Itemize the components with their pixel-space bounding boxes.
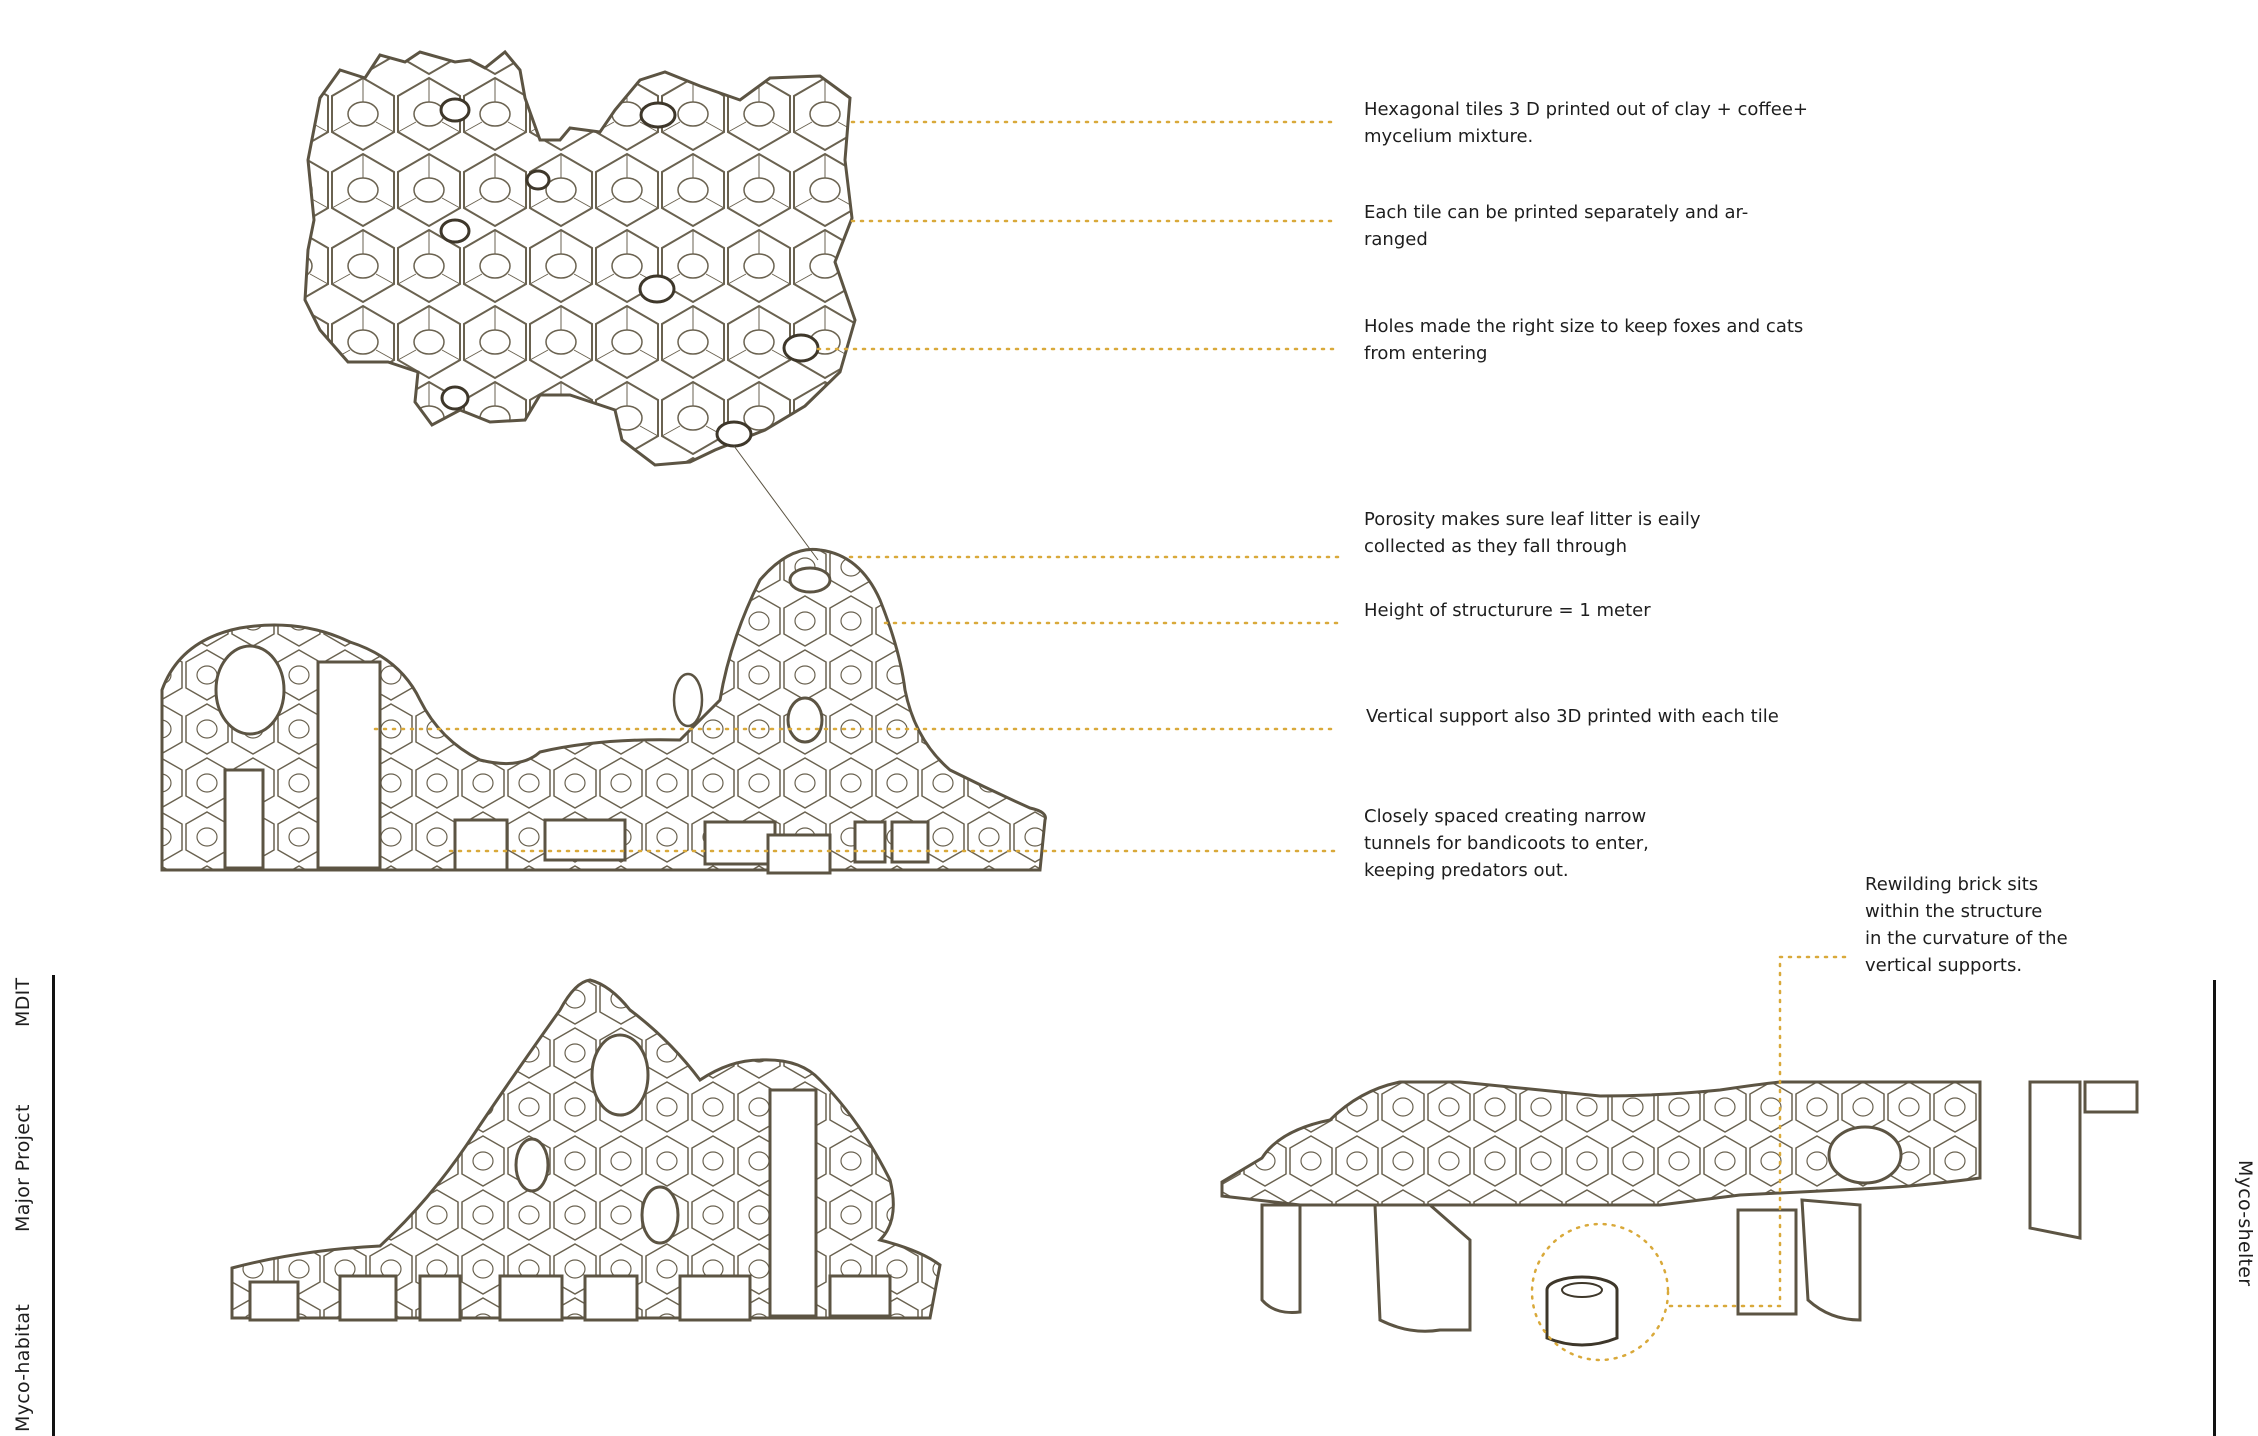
annotation-hexagonal-tiles: Hexagonal tiles 3 D printed out of clay … bbox=[1364, 99, 1808, 147]
annotation-vertical-support: Vertical support also 3D printed with ea… bbox=[1366, 706, 1779, 727]
left-border-rule bbox=[52, 975, 55, 1436]
habitat-supports bbox=[248, 1088, 892, 1322]
annotation-height: Height of structurure = 1 meter bbox=[1364, 600, 1651, 621]
support-legs bbox=[223, 660, 930, 875]
shelter-legs bbox=[1260, 1080, 2139, 1333]
annotation-hole-size: Holes made the right size to keep foxes … bbox=[1364, 316, 1804, 364]
side-elevation-drawing bbox=[160, 547, 1047, 875]
tile-plan-drawing bbox=[303, 49, 857, 561]
right-border-rule bbox=[2213, 980, 2216, 1436]
annotation-tile-printing: Each tile can be printed separately and … bbox=[1364, 202, 1749, 250]
leader-rewilding-brick bbox=[1668, 955, 1847, 1308]
tile-holes bbox=[439, 97, 820, 448]
leader-lines bbox=[373, 120, 1847, 1362]
habitat-perspective-drawing bbox=[230, 978, 942, 1322]
rewilding-brick bbox=[1545, 1275, 1619, 1347]
shelter-section-drawing bbox=[1220, 1080, 2139, 1347]
brick-highlight-circle bbox=[1530, 1222, 1670, 1362]
annotation-porosity: Porosity makes sure leaf litter is eaily… bbox=[1364, 509, 1701, 557]
